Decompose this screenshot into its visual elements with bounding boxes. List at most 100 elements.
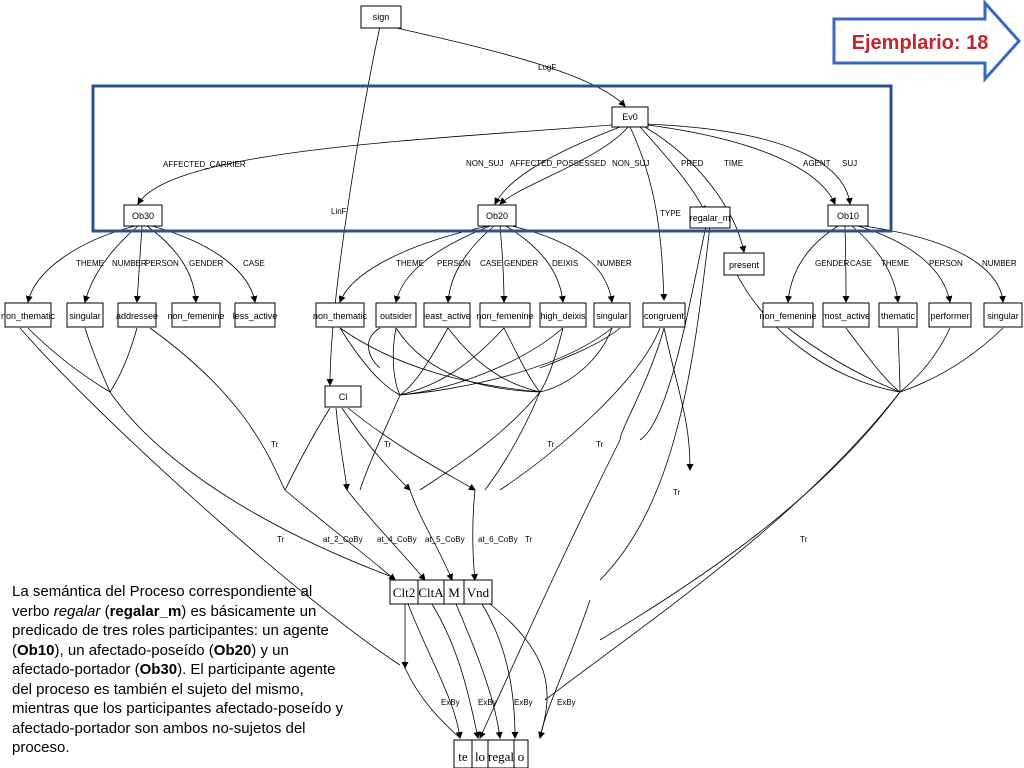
node-ob20-label: Ob20 — [486, 211, 508, 221]
node-ob10-nonfemenine: non_femenine — [759, 302, 817, 328]
label-ob20-number: NUMBER — [597, 259, 632, 268]
label-at2: at_2_CoBy — [323, 535, 363, 544]
caption-text: La semántica del Proceso correspondiente… — [12, 582, 352, 758]
node-ob30-singular-label: singular — [69, 311, 101, 321]
label-affected-carrier: AFFECTED_CARRIER — [163, 160, 246, 169]
node-ob30-label: Ob30 — [132, 211, 154, 221]
node-ob30-addressee-label: addressee — [116, 311, 158, 321]
node-ob30-lessactive-label: less_active — [233, 311, 278, 321]
node-ob10-thematic-label: thematic — [881, 311, 916, 321]
node-present: present — [723, 252, 765, 276]
node-sign-label: sign — [373, 12, 390, 22]
node-ob10-performer: performer — [928, 302, 972, 328]
label-ob10-person: PERSON — [929, 259, 963, 268]
node-o: o — [513, 739, 529, 768]
node-te: te — [453, 739, 473, 768]
label-ob20-deixis: DEIXIS — [552, 259, 578, 268]
node-ob30-nonthematic-label: non_thematic — [1, 311, 56, 321]
label-tr-3: Tr — [547, 440, 555, 449]
caption-run-1: La semántica del Proceso correspondiente… — [12, 583, 313, 620]
node-sign: sign — [360, 5, 402, 29]
label-ob30-case: CASE — [243, 259, 265, 268]
node-vnd-label: Vnd — [467, 585, 490, 600]
node-clt2-label: Clt2 — [393, 585, 415, 600]
node-vnd: Vnd — [463, 579, 493, 605]
caption-run-8: Ob20 — [213, 641, 252, 659]
node-ob20-singular: singular — [593, 302, 631, 328]
node-lo-label: lo — [475, 749, 485, 764]
node-ob30: Ob30 — [123, 204, 163, 227]
label-agent: AGENT — [803, 159, 831, 168]
node-clta-label: CltA — [418, 585, 444, 600]
node-ob20-nonfemenine: non_femenine — [476, 302, 534, 328]
node-ob30-nonfemenine-label: non_femenine — [167, 311, 224, 321]
label-ob10-theme: THEME — [881, 259, 909, 268]
caption-run-10: Ob30 — [139, 661, 178, 678]
caption-run-5: ) es básicamente un predicado de tres ro… — [12, 602, 329, 659]
label-exby-4: ExBy — [557, 698, 576, 707]
node-regal-label: regal — [488, 749, 514, 764]
label-time: TIME — [724, 159, 743, 168]
node-ob10-mostactive-label: most_active — [822, 311, 870, 321]
node-ob30-nonthematic: non_thematic — [1, 302, 56, 328]
node-cl: Cl — [324, 385, 362, 408]
label-exby-1: ExBy — [441, 698, 460, 707]
label-logf: LogF — [538, 63, 556, 72]
label-ob20-person: PERSON — [437, 259, 471, 268]
caption-run-11: ). El participante agente del proceso es… — [12, 661, 344, 756]
node-regalar-m: regalar_m — [689, 206, 731, 229]
label-tr-8: Tr — [800, 535, 808, 544]
ejemplario-badge[interactable]: Ejemplario: 18 — [832, 0, 1022, 83]
node-ob20-singular-label: singular — [596, 311, 628, 321]
node-ob20-nonthematic-label: non_thematic — [313, 311, 368, 321]
node-ob20-outsider-label: outsider — [380, 311, 412, 321]
node-m-label: M — [448, 585, 460, 600]
label-ob20-case: CASE — [480, 259, 502, 268]
label-non-suj-1: NON_SUJ — [466, 159, 503, 168]
node-ob30-singular: singular — [66, 302, 104, 328]
highlight-frame — [91, 84, 893, 233]
node-regal: regal — [487, 739, 515, 768]
node-te-label: te — [458, 749, 468, 764]
node-regalar-m-label: regalar_m — [690, 213, 731, 223]
node-ob20-highdeixis: high_deixis — [539, 302, 587, 328]
node-ev0: Ev0 — [611, 106, 649, 128]
node-ob10-label: Ob10 — [837, 211, 859, 221]
node-o-label: o — [518, 749, 525, 764]
caption-run-3: ( — [100, 602, 110, 620]
node-ob20-leastactive-label: least_active — [423, 311, 471, 321]
label-ob20-theme: THEME — [396, 259, 424, 268]
label-tr-2: Tr — [384, 440, 392, 449]
label-exby-2: ExBy — [478, 698, 497, 707]
caption-run-4: regalar_m — [109, 602, 182, 620]
node-ob20: Ob20 — [477, 204, 517, 227]
label-ob10-case: CASE — [850, 259, 872, 268]
node-ob10-singular: singular — [983, 302, 1023, 328]
node-m: M — [443, 579, 465, 605]
label-tr-4: Tr — [596, 440, 604, 449]
node-congruent-label: congruent — [644, 311, 685, 321]
node-clt2: Clt2 — [389, 579, 419, 605]
label-ob10-gender: GENDER — [815, 259, 849, 268]
node-ob30-addressee: addressee — [116, 302, 158, 328]
label-tr-5: Tr — [673, 488, 681, 497]
label-ob30-theme: THEME — [76, 259, 104, 268]
label-at5: at_5_CoBy — [425, 535, 465, 544]
label-suj: SUJ — [842, 159, 857, 168]
label-tr-6: Tr — [277, 535, 285, 544]
node-present-label: present — [729, 260, 760, 270]
node-ob20-highdeixis-label: high_deixis — [540, 311, 586, 321]
node-ob10: Ob10 — [827, 204, 869, 227]
node-ob10-mostactive: most_active — [822, 302, 870, 328]
label-affected-possessed: AFFECTED_POSSESSED — [510, 159, 606, 168]
label-type: TYPE — [660, 209, 681, 218]
label-ob20-gender: GENDER — [504, 259, 538, 268]
node-cl-label: Cl — [339, 392, 348, 402]
node-ob20-nonthematic: non_thematic — [313, 302, 368, 328]
label-non-suj-2: NON_SUJ — [612, 159, 649, 168]
node-ob30-lessactive: less_active — [233, 302, 278, 328]
edge-labels: LogF AFFECTED_CARRIER NON_SUJ AFFECTED_P… — [76, 63, 1017, 707]
label-at6: at_6_CoBy — [478, 535, 518, 544]
label-linf: LinF — [331, 207, 347, 216]
